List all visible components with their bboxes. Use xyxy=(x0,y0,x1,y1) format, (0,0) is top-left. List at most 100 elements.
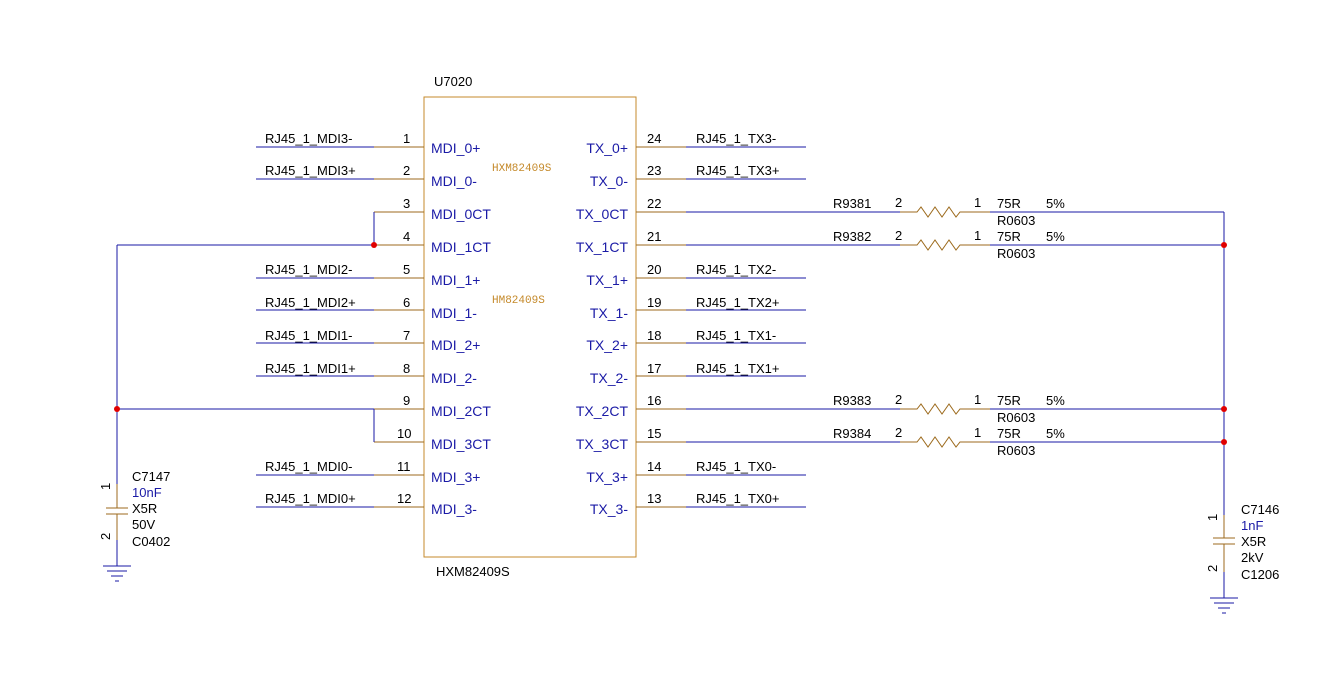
res-tolerance: 5% xyxy=(1046,196,1065,211)
net-label: RJ45_1_MDI1+ xyxy=(265,361,356,376)
junction-dot xyxy=(1221,406,1227,412)
net-label: RJ45_1_TX2+ xyxy=(696,295,779,310)
net-label: RJ45_1_TX1+ xyxy=(696,361,779,376)
pin-number: 2 xyxy=(895,425,902,440)
pin-name: MDI_1+ xyxy=(431,272,480,288)
right-pin-13: RJ45_1_TX0+ 13 TX_3- xyxy=(590,491,806,517)
pin-name: MDI_2CT xyxy=(431,403,491,419)
left-ct-net xyxy=(114,212,377,484)
left-pin-3: 3 MDI_0CT xyxy=(374,196,491,222)
cap-package: C1206 xyxy=(1241,567,1279,582)
pin-name: TX_3- xyxy=(590,501,628,517)
pin-number: 1 xyxy=(98,483,113,490)
pin-name: MDI_3- xyxy=(431,501,477,517)
net-label: RJ45_1_TX0+ xyxy=(696,491,779,506)
cap-voltage: 50V xyxy=(132,517,155,532)
right-pin-24: RJ45_1_TX3- 24 TX_0+ xyxy=(586,131,806,156)
res-refdes: R9384 xyxy=(833,426,871,441)
right-pin-16: 16 TX_2CT xyxy=(576,393,900,419)
left-pin-4: 4 MDI_1CT xyxy=(374,229,491,255)
pin-name: MDI_2- xyxy=(431,370,477,386)
pin-number: 8 xyxy=(403,361,410,376)
left-pin-1: RJ45_1_MDI3- 1 MDI_0+ xyxy=(256,131,480,156)
left-pin-8: RJ45_1_MDI1+ 8 MDI_2- xyxy=(256,361,477,386)
left-pin-2: RJ45_1_MDI3+ 2 MDI_0- xyxy=(256,163,477,189)
net-label: RJ45_1_MDI3- xyxy=(265,131,352,146)
pin-number: 17 xyxy=(647,361,661,376)
right-pin-22: 22 TX_0CT xyxy=(576,196,900,222)
pin-name: MDI_0CT xyxy=(431,206,491,222)
pin-number: 2 xyxy=(895,392,902,407)
pin-name: MDI_0- xyxy=(431,173,477,189)
net-label: RJ45_1_MDI0- xyxy=(265,459,352,474)
left-pin-5: RJ45_1_MDI2- 5 MDI_1+ xyxy=(256,262,480,288)
junction-dot xyxy=(1221,439,1227,445)
capacitor-c7147: 1 2 C7147 10nF X5R 50V C0402 xyxy=(98,469,170,566)
net-label: RJ45_1_MDI2+ xyxy=(265,295,356,310)
pin-name: MDI_1- xyxy=(431,305,477,321)
pin-number: 23 xyxy=(647,163,661,178)
pin-name: TX_0+ xyxy=(586,140,628,156)
pin-number: 15 xyxy=(647,426,661,441)
cap-package: C0402 xyxy=(132,534,170,549)
resistor-r9383: R9383 2 1 75R 5% R0603 xyxy=(833,392,1224,425)
pin-number: 11 xyxy=(397,459,411,474)
junction-dot xyxy=(114,406,120,412)
right-termination-bus xyxy=(1221,212,1227,515)
cap-value: 10nF xyxy=(132,485,162,500)
res-package: R0603 xyxy=(997,213,1035,228)
right-pin-19: RJ45_1_TX2+ 19 TX_1- xyxy=(590,295,806,321)
pin-number: 18 xyxy=(647,328,661,343)
pin-number: 2 xyxy=(895,228,902,243)
junction-dot xyxy=(371,242,377,248)
pin-number: 1 xyxy=(974,195,981,210)
net-label: RJ45_1_TX1- xyxy=(696,328,776,343)
pin-name: TX_3+ xyxy=(586,469,628,485)
res-package: R0603 xyxy=(997,443,1035,458)
ic-inner-label: HM82409S xyxy=(492,295,545,307)
ground-symbol xyxy=(103,565,131,582)
res-value: 75R xyxy=(997,426,1021,441)
pin-name: MDI_3CT xyxy=(431,436,491,452)
pin-name: MDI_2+ xyxy=(431,337,480,353)
net-label: RJ45_1_TX2- xyxy=(696,262,776,277)
pin-name: TX_1CT xyxy=(576,239,629,255)
pin-name: TX_2+ xyxy=(586,337,628,353)
right-pin-23: RJ45_1_TX3+ 23 TX_0- xyxy=(590,163,806,189)
res-refdes: R9382 xyxy=(833,229,871,244)
pin-number: 2 xyxy=(403,163,410,178)
pin-number: 1 xyxy=(403,131,410,146)
ground-symbol xyxy=(1210,597,1238,614)
res-tolerance: 5% xyxy=(1046,393,1065,408)
left-pin-10: 10 MDI_3CT xyxy=(374,426,491,452)
pin-name: MDI_1CT xyxy=(431,239,491,255)
pin-number: 21 xyxy=(647,229,661,244)
pin-number: 19 xyxy=(647,295,661,310)
res-package: R0603 xyxy=(997,410,1035,425)
pin-name: TX_2- xyxy=(590,370,628,386)
pin-number: 22 xyxy=(647,196,661,211)
pin-number: 13 xyxy=(647,491,661,506)
resistor-r9382: R9382 2 1 75R 5% R0603 xyxy=(833,228,1224,261)
left-pin-6: RJ45_1_MDI2+ 6 MDI_1- xyxy=(256,295,477,321)
pin-number: 1 xyxy=(974,425,981,440)
pin-number: 10 xyxy=(397,426,411,441)
ic-part-number: HXM82409S xyxy=(436,564,510,579)
left-pin-11: RJ45_1_MDI0- 11 MDI_3+ xyxy=(256,459,480,485)
res-package: R0603 xyxy=(997,246,1035,261)
pin-number: 5 xyxy=(403,262,410,277)
pin-name: TX_1- xyxy=(590,305,628,321)
pin-number: 3 xyxy=(403,196,410,211)
cap-value: 1nF xyxy=(1241,518,1263,533)
right-pin-21: 21 TX_1CT xyxy=(576,229,900,255)
ic-inner-label: HXM82409S xyxy=(492,163,552,175)
left-pin-9: 9 MDI_2CT xyxy=(374,393,491,419)
ic-refdes: U7020 xyxy=(434,74,472,89)
pin-name: TX_0CT xyxy=(576,206,629,222)
res-tolerance: 5% xyxy=(1046,229,1065,244)
net-label: RJ45_1_TX3- xyxy=(696,131,776,146)
res-tolerance: 5% xyxy=(1046,426,1065,441)
junction-dot xyxy=(1221,242,1227,248)
pin-number: 1 xyxy=(1205,514,1220,521)
right-pin-18: RJ45_1_TX1- 18 TX_2+ xyxy=(586,328,806,353)
